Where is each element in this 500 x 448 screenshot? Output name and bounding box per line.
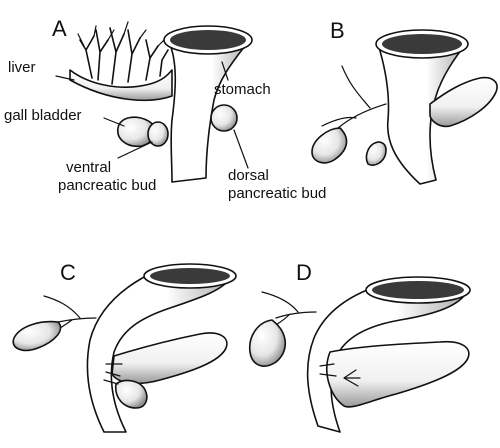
panel-letter-a: A bbox=[52, 16, 67, 41]
foregut-a bbox=[167, 39, 249, 183]
gall-bladder-c bbox=[12, 320, 62, 352]
leader-dorsal-bud bbox=[233, 129, 249, 169]
label-ventral-line2: pancreatic bud bbox=[58, 177, 156, 194]
gall-bladder-d bbox=[248, 319, 287, 367]
panel-letter-b: B bbox=[330, 18, 345, 43]
leader-stomach bbox=[221, 61, 229, 81]
stomach-lumen-c bbox=[150, 268, 230, 284]
foregut-d bbox=[306, 287, 469, 433]
dorsal-pancreas-c bbox=[111, 332, 228, 385]
label-ventral-line1: ventral bbox=[66, 159, 111, 176]
stomach-lumen-a bbox=[170, 30, 246, 50]
leader-liver bbox=[55, 75, 75, 81]
panel-letter-d: D bbox=[296, 260, 312, 285]
ventral-bud-b bbox=[365, 141, 387, 166]
label-dorsal-line2: pancreatic bud bbox=[228, 185, 326, 202]
ventral-bud-a bbox=[147, 121, 169, 147]
ducts-c bbox=[103, 363, 123, 385]
dorsal-bud-a bbox=[210, 104, 238, 132]
stomach-lumen-d bbox=[372, 281, 464, 299]
label-stomach: stomach bbox=[214, 81, 271, 98]
label-dorsal-line1: dorsal bbox=[228, 167, 269, 184]
liver-branches bbox=[69, 21, 173, 102]
foregut-c bbox=[86, 275, 233, 433]
stomach-lumen-b bbox=[382, 34, 462, 54]
panel-d: D bbox=[248, 260, 471, 433]
dorsal-bud-b bbox=[429, 76, 498, 128]
leader-ventral-bud bbox=[117, 141, 153, 159]
panel-b: B bbox=[311, 18, 498, 185]
fused-pancreas-d bbox=[326, 340, 470, 408]
ducts-d bbox=[319, 363, 361, 387]
panel-letter-c: C bbox=[60, 260, 76, 285]
ventral-pancreas-c bbox=[114, 379, 148, 409]
leader-gall-bladder bbox=[103, 117, 125, 127]
gall-bladder-b bbox=[311, 127, 348, 164]
bile-ducts-b bbox=[321, 65, 387, 129]
panel-a: A liver gall bladder stomach ventral pan… bbox=[4, 16, 326, 202]
label-gall-bladder: gall bladder bbox=[4, 107, 82, 124]
foregut-b bbox=[377, 43, 467, 185]
panel-c: C bbox=[12, 260, 237, 433]
label-liver: liver bbox=[8, 59, 36, 76]
